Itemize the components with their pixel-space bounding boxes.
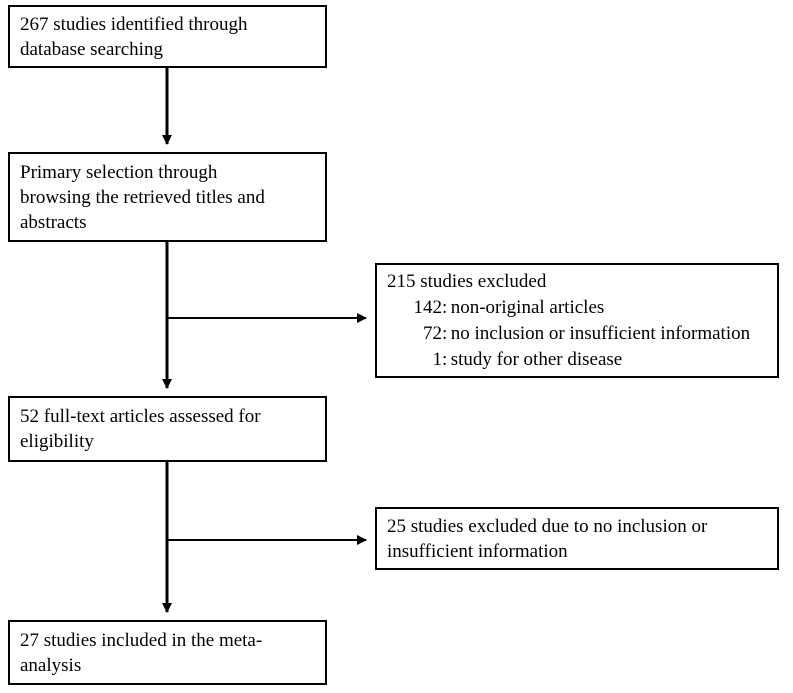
excluded-reason-row: 142 : non-original articles <box>387 295 777 321</box>
excluded-reason-count: 72 <box>422 322 442 344</box>
box-excluded-eligibility-line-1: 25 studies excluded due to no inclusion … <box>387 515 708 537</box>
box-included: 27 studies included in the meta- analysi… <box>8 620 327 685</box>
excluded-reason-count: 142 <box>413 296 442 318</box>
box-excluded-screening: 215 studies excluded 142 : non-original … <box>375 263 779 378</box>
box-identification-line-1: 267 studies identified through <box>20 13 248 35</box>
excluded-reason-colon: : <box>441 322 448 344</box>
box-included-line-2: analysis <box>20 654 82 676</box>
excluded-reason-text: study for other disease <box>450 348 623 370</box>
box-screening-line-1: Primary selection through <box>20 161 218 183</box>
box-excluded-eligibility: 25 studies excluded due to no inclusion … <box>375 507 779 570</box>
box-screening-line-3: abstracts <box>20 211 87 233</box>
box-eligibility-line-2: eligibility <box>20 431 94 452</box>
excluded-reason-colon: : <box>441 348 448 370</box>
box-excluded-eligibility-line-2: insufficient information <box>387 540 568 562</box>
excluded-reason-colon: : <box>441 296 448 318</box>
excluded-screening-heading: 215 studies excluded <box>387 270 547 292</box>
box-screening: Primary selection through browsing the r… <box>8 152 327 242</box>
excluded-reason-count: 1 <box>432 348 442 370</box>
excluded-reason-text: no inclusion or insufficient information <box>450 322 751 344</box>
box-identification-line-2: database searching <box>20 38 163 60</box>
box-screening-line-2: browsing the retrieved titles and <box>20 186 265 208</box>
excluded-reason-row: 72 : no inclusion or insufficient inform… <box>387 321 777 347</box>
excluded-reason-row: 1 : study for other disease <box>387 347 777 373</box>
box-eligibility: 52 full-text articles assessed for eligi… <box>8 396 327 462</box>
box-eligibility-line-1: 52 full-text articles assessed for <box>20 406 261 427</box>
excluded-screening-reason-list: 142 : non-original articles 72 : no incl… <box>387 295 777 373</box>
box-identification: 267 studies identified through database … <box>8 5 327 68</box>
excluded-reason-text: non-original articles <box>450 296 605 318</box>
box-included-line-1: 27 studies included in the meta- <box>20 629 263 651</box>
